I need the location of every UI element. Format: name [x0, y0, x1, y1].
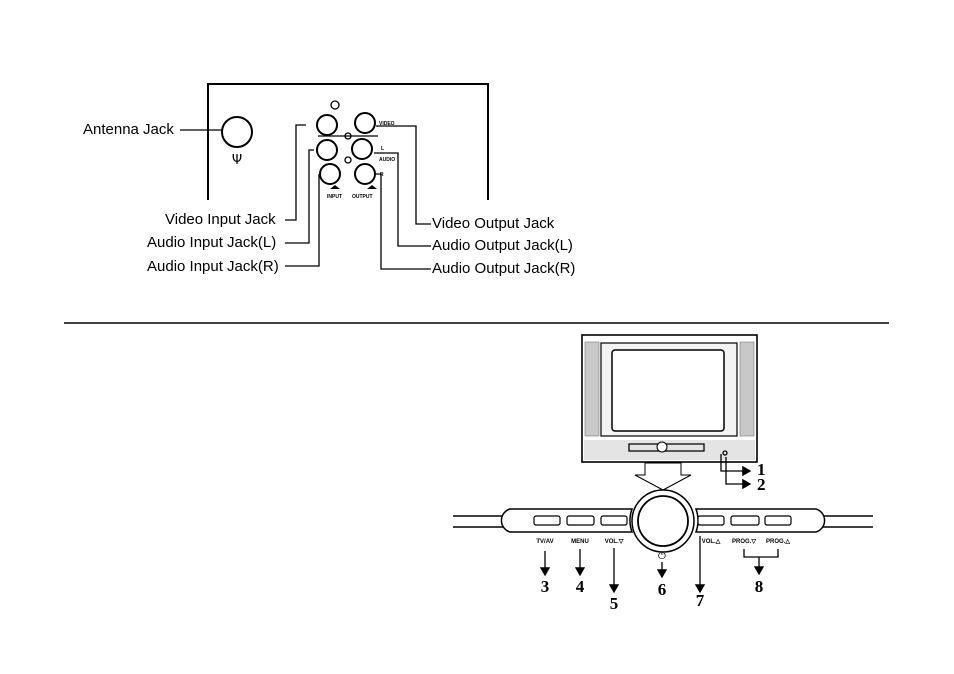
vol-up-button[interactable] — [698, 516, 724, 525]
audio-output-l-leader — [374, 153, 431, 246]
audio-input-l-leader — [285, 150, 314, 243]
antenna-jack — [222, 117, 252, 147]
callout-8-bracket — [744, 549, 778, 557]
video-output-jack-label: Video Output Jack — [432, 215, 555, 232]
video-input-leader — [285, 125, 306, 220]
audio-output-jack-r — [355, 164, 375, 184]
input-triangle-icon — [330, 185, 340, 189]
control-bar: TV/AV MENU VOL.▽ VOL.△ PROG.▽ PROG.△ ⏻ 3… — [453, 490, 873, 613]
output-panel-label: OUTPUT — [352, 194, 373, 200]
menu-button[interactable] — [567, 516, 594, 525]
vol-up-label: VOL.△ — [702, 538, 721, 545]
antenna-jack-label: Antenna Jack — [83, 121, 174, 138]
vol-down-button[interactable] — [601, 516, 627, 525]
callout-number-5: 5 — [610, 594, 619, 613]
tv-av-label: TV/AV — [536, 539, 553, 545]
small-jack-mid — [345, 157, 351, 163]
audio-input-r-label: Audio Input Jack(R) — [147, 258, 279, 275]
output-triangle-icon — [367, 185, 377, 189]
prog-up-button[interactable] — [765, 516, 791, 525]
audio-input-jack-r — [320, 164, 340, 184]
right-speaker — [740, 342, 754, 436]
callout-number-3: 3 — [541, 577, 550, 596]
mini-power-button — [657, 442, 667, 452]
video-input-jack-label: Video Input Jack — [165, 211, 276, 228]
callout-number-4: 4 — [576, 577, 585, 596]
antenna-icon: Ψ — [232, 153, 242, 168]
power-button[interactable] — [638, 496, 688, 546]
small-jack-top — [331, 101, 339, 109]
callout-number-2: 2 — [757, 475, 766, 494]
audio-output-jack-l — [352, 139, 372, 159]
audio-output-r-leader — [376, 174, 431, 269]
input-panel-label: INPUT — [327, 194, 342, 200]
menu-label: MENU — [571, 539, 589, 545]
audio-output-r-label: Audio Output Jack(R) — [432, 260, 575, 277]
zoom-arrow-icon — [635, 463, 691, 490]
vol-down-label: VOL.▽ — [605, 539, 624, 545]
back-panel: Ψ Antenna Jack VIDEO L AUDIO R INPUT OUT… — [83, 84, 575, 277]
back-panel-outline — [208, 84, 488, 200]
video-input-jack — [317, 115, 337, 135]
prog-down-label: PROG.▽ — [732, 539, 756, 545]
power-icon: ⏻ — [658, 551, 666, 562]
callout-number-7: 7 — [696, 591, 705, 610]
left-panel-label: L — [381, 146, 384, 152]
tv-av-button[interactable] — [534, 516, 560, 525]
callout-number-8: 8 — [755, 577, 764, 596]
video-output-jack — [355, 113, 375, 133]
audio-panel-label: AUDIO — [379, 157, 395, 163]
tv-screen — [612, 350, 724, 431]
audio-input-l-label: Audio Input Jack(L) — [147, 234, 276, 251]
prog-up-label: PROG.△ — [766, 538, 790, 545]
left-speaker — [585, 342, 599, 436]
prog-down-button[interactable] — [731, 516, 759, 525]
callout-number-6: 6 — [658, 580, 667, 599]
video-output-leader — [376, 126, 431, 224]
audio-input-jack-l — [317, 140, 337, 160]
audio-output-l-label: Audio Output Jack(L) — [432, 237, 573, 254]
tv-base-band — [584, 440, 755, 460]
